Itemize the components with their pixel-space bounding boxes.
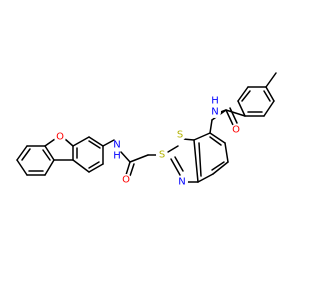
bond	[224, 142, 229, 163]
bond	[88, 163, 104, 173]
bond	[44, 145, 55, 161]
bond	[237, 86, 249, 102]
molecule-structure: O N H O S S N N H O	[16, 72, 277, 188]
bond	[170, 158, 181, 176]
oxygen-atom-label: O	[122, 175, 130, 186]
bond-methyl	[265, 72, 277, 88]
bond-inner	[88, 140, 101, 149]
atom-label-amide2-o: O	[230, 124, 242, 136]
bond	[129, 163, 135, 177]
bond	[193, 132, 211, 141]
bond	[174, 156, 184, 172]
bond	[225, 109, 234, 126]
bond-inner	[211, 161, 225, 171]
benzothiazole-benzene-ring	[193, 132, 229, 183]
atom-label-furan-o: O	[54, 131, 66, 143]
sulfur-atom-label: S	[159, 150, 165, 161]
molecule-canvas: O N H O S S N N H O	[16, 72, 277, 188]
bond-inner	[241, 90, 251, 102]
atom-label-thiazole-s: S	[174, 129, 186, 141]
benzothiazole-thiazole-ring	[167, 138, 199, 183]
hydrogen-atom-label: H	[113, 151, 121, 162]
bond	[212, 161, 229, 175]
bond	[16, 145, 28, 161]
oxygen-atom-label: O	[232, 125, 240, 136]
bond	[209, 132, 226, 144]
bond	[237, 100, 246, 117]
bond	[44, 138, 56, 147]
bond	[197, 173, 214, 183]
bond	[129, 154, 149, 163]
dibenzofuran-right-ring	[72, 136, 104, 173]
atom-label-amide2-nh: N H	[209, 96, 221, 118]
bond	[102, 139, 115, 147]
bond	[182, 138, 195, 141]
bond	[64, 138, 74, 147]
bond	[209, 119, 213, 134]
nitrogen-atom-label: N	[113, 140, 120, 151]
bond-inner	[263, 90, 271, 102]
bond	[225, 109, 246, 117]
bond	[72, 136, 90, 147]
bond	[193, 139, 199, 183]
bond	[167, 145, 179, 153]
atom-label-thioether-s: S	[156, 149, 168, 161]
amide-linker-1	[102, 139, 157, 177]
bond-inner	[198, 142, 202, 177]
toluene-ring	[237, 72, 277, 117]
atom-label-amide1-o: O	[120, 174, 132, 186]
bond	[229, 107, 238, 124]
oxygen-atom-label: O	[56, 132, 64, 143]
bond-inner	[88, 161, 100, 169]
bond	[72, 159, 90, 173]
nitrogen-atom-label: N	[211, 107, 218, 118]
bond-inner	[42, 149, 51, 161]
hydrogen-atom-label: H	[211, 96, 219, 107]
nitrogen-atom-label: N	[178, 177, 185, 188]
bond	[265, 86, 275, 102]
bond	[44, 159, 55, 176]
bond	[125, 161, 131, 176]
atom-label-amide1-nh: N H	[111, 140, 123, 162]
atom-label-thiazole-n: N	[176, 176, 188, 188]
bond-inner	[209, 136, 222, 146]
dibenzofuran-furan-ring	[44, 138, 74, 161]
bond	[88, 136, 104, 147]
dibenzofuran-left-ring	[16, 145, 55, 176]
bond-inner	[21, 148, 31, 161]
bond	[16, 159, 28, 176]
sulfur-atom-label: S	[177, 130, 183, 141]
bond	[120, 151, 131, 163]
bond	[263, 100, 275, 117]
